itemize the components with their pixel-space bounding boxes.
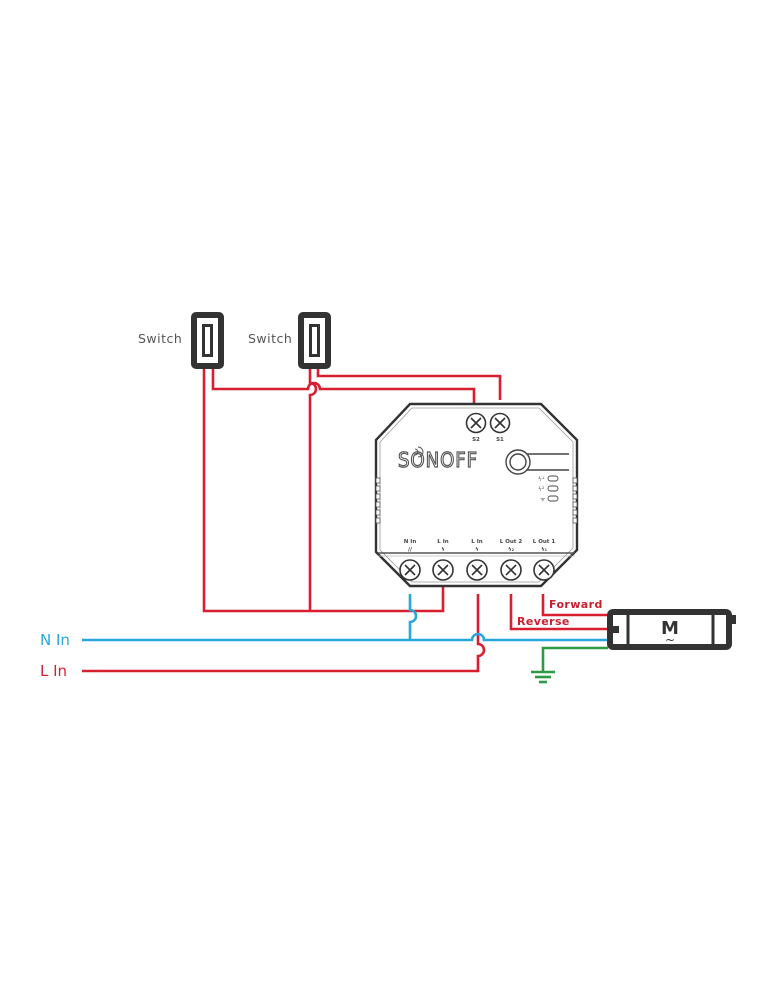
terminal-l-out-2-glyph: ϟ₂ <box>508 547 515 553</box>
relay-2-icon: ϟ² <box>538 486 545 493</box>
earth-wire <box>531 646 608 684</box>
terminal-l-out-2[interactable] <box>500 559 522 581</box>
wire-switch1-common <box>202 369 445 613</box>
n-in-label: N In <box>40 631 70 649</box>
sonoff-device <box>374 402 579 588</box>
terminal-s2-label: S2 <box>472 437 480 443</box>
terminal-n-in-label: N In <box>404 539 417 545</box>
terminal-l-in-2-glyph: ϟ <box>475 547 479 553</box>
indicator-leds: ϟ¹ ϟ² ᯤ <box>538 475 559 503</box>
live-wires <box>82 369 608 673</box>
wire-n-in-supply <box>82 632 608 642</box>
terminal-s1-label: S1 <box>496 437 504 443</box>
svg-text:SONOFF: SONOFF <box>398 448 478 472</box>
wire-forward <box>541 594 608 617</box>
terminal-l-in-1-label: L In <box>437 539 448 545</box>
terminal-l-out-2-label: L Out 2 <box>500 539 523 545</box>
terminal-n-in-glyph: ∕∕ <box>408 546 413 553</box>
wire-reverse <box>509 594 608 631</box>
terminal-l-out-1-glyph: ϟ₁ <box>541 547 548 553</box>
terminal-l-in-2[interactable] <box>466 559 488 581</box>
relay-1-indicator: ϟ¹ <box>538 475 559 483</box>
wifi-icon: ᯤ <box>540 496 546 503</box>
switch-2-label: Switch <box>248 331 292 346</box>
terminal-l-out-1[interactable] <box>533 559 555 581</box>
sonoff-logo: SONOFF <box>397 446 478 473</box>
wire-l-in-supply <box>82 594 486 673</box>
switch-1-label: Switch <box>138 331 182 346</box>
l-in-label: L In <box>40 662 67 680</box>
terminal-n-in[interactable] <box>399 559 421 581</box>
wire-switch2-to-s1 <box>316 369 502 400</box>
wire-switch2-common <box>308 369 318 611</box>
wifi-indicator: ᯤ <box>540 495 559 503</box>
motor[interactable] <box>607 609 736 650</box>
switch-2[interactable] <box>298 312 331 369</box>
motor-label: M <box>661 618 679 639</box>
relay-2-indicator: ϟ² <box>538 485 559 493</box>
signal-icon <box>414 446 424 458</box>
wire-switch1-to-s2 <box>211 369 476 404</box>
wire-n-in-terminal <box>408 594 418 640</box>
bottom-terminal-labels: N In ∕∕ L In ϟ L In ϟ L Out 2 ϟ₂ L Out 1… <box>404 539 556 553</box>
motor-ac-symbol: ~ <box>665 633 675 647</box>
reverse-label: Reverse <box>517 615 570 628</box>
terminal-s1[interactable] <box>489 412 511 434</box>
terminal-l-in-1[interactable] <box>432 559 454 581</box>
neutral-wires <box>82 594 608 642</box>
forward-label: Forward <box>549 598 603 611</box>
terminal-l-in-2-label: L In <box>471 539 482 545</box>
relay-1-icon: ϟ¹ <box>538 476 545 483</box>
switch-1[interactable] <box>191 312 224 369</box>
terminal-l-out-1-label: L Out 1 <box>533 539 556 545</box>
terminal-s2[interactable] <box>465 412 487 434</box>
pairing-button[interactable] <box>505 449 569 475</box>
bottom-terminals <box>399 559 555 581</box>
terminal-l-in-1-glyph: ϟ <box>441 547 445 553</box>
